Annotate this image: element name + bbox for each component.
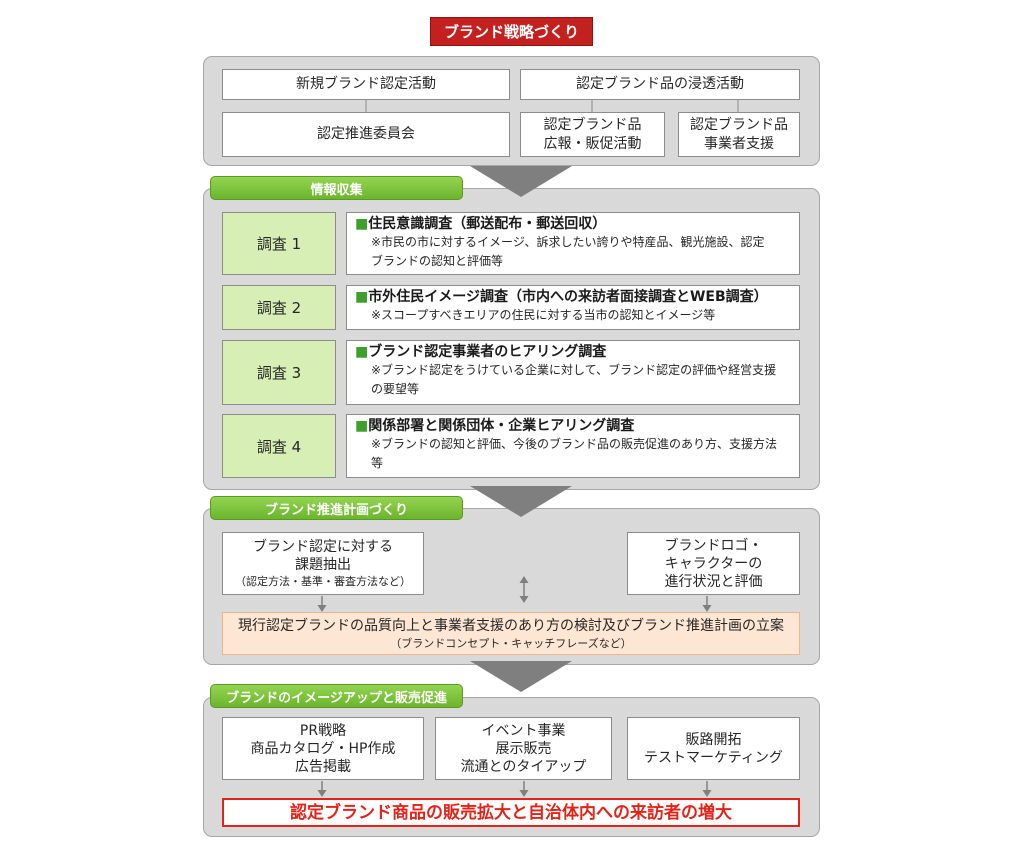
pr-strategy-line: PR戦略	[299, 722, 347, 739]
survey-title: 関係部署と関係団体・企業ヒアリング調査	[368, 418, 635, 434]
square-bullet-icon: ■	[355, 418, 369, 434]
survey-note-line: 等	[371, 456, 384, 470]
survey-heading: ■関係部署と関係団体・企業ヒアリング調査	[355, 417, 793, 435]
pr-strategy-line: 広告掲載	[295, 758, 351, 775]
issue-extraction-line: ブランド認定に対する	[253, 538, 393, 555]
survey-note-line: ※スコープすべきエリアの住民に対する当市の認知とイメージ等	[371, 308, 716, 322]
new-brand-certification-label: 新規ブランド認定活動	[296, 76, 436, 92]
pr-sales-activity-box: 認定ブランド品 広報・販促活動	[520, 112, 665, 157]
issue-extraction-note: （認定方法・基準・審査方法など）	[235, 574, 411, 588]
promotion-plan-box: 現行認定ブランドの品質向上と事業者支援のあり方の検討及びブランド推進計画の立案 …	[222, 612, 800, 655]
survey-detail-box: ■ブランド認定事業者のヒアリング調査 ※ブランド認定をうけている企業に対して、ブ…	[346, 340, 800, 405]
survey-detail-box: ■住民意識調査（郵送配布・郵送回収） ※市民の市に対するイメージ、訴求したい誇り…	[346, 212, 800, 275]
survey-heading: ■住民意識調査（郵送配布・郵送回収）	[355, 215, 793, 233]
business-support-line: 認定ブランド品	[690, 116, 788, 133]
survey-title: 市外住民イメージ調査（市内への来訪者面接調査とWEB調査）	[368, 289, 768, 305]
promotion-committee-label: 認定推進委員会	[317, 126, 415, 142]
survey-detail-box: ■関係部署と関係団体・企業ヒアリング調査 ※ブランドの認知と評価、今後のブランド…	[346, 414, 800, 478]
planning-tab: ブランド推進計画づくり	[210, 496, 463, 520]
brand-penetration-label: 認定ブランド品の浸透活動	[576, 76, 744, 92]
logo-character-box: ブランドロゴ・ キャラクターの 進行状況と評価	[627, 532, 800, 595]
event-business-line: 流通とのタイアップ	[460, 758, 587, 775]
logo-character-line: 進行状況と評価	[664, 573, 763, 590]
survey-heading: ■ブランド認定事業者のヒアリング調査	[355, 343, 793, 361]
goal-text: 認定ブランド商品の販売拡大と自治体内への来訪者の増大	[290, 802, 732, 823]
survey-note-line: ※ブランドの認知と評価、今後のブランド品の販売促進のあり方、支援方法	[371, 437, 778, 451]
sales-channel-line: テストマーケティング	[644, 749, 783, 766]
brand-penetration-box: 認定ブランド品の浸透活動	[520, 69, 800, 100]
pr-sales-activity-line: 認定ブランド品	[543, 116, 642, 133]
event-business-box: イベント事業 展示販売 流通とのタイアップ	[435, 717, 612, 780]
promotion-tab: ブランドのイメージアップと販売促進	[210, 684, 463, 708]
logo-character-line: キャラクターの	[664, 555, 763, 572]
survey-heading: ■市外住民イメージ調査（市内への来訪者面接調査とWEB調査）	[355, 288, 793, 306]
square-bullet-icon: ■	[355, 344, 369, 360]
promotion-plan-text: 現行認定ブランドの品質向上と事業者支援のあり方の検討及びブランド推進計画の立案	[238, 617, 784, 634]
survey-label: 調査 4	[222, 414, 336, 478]
pr-sales-activity-line: 広報・販促活動	[543, 135, 642, 152]
square-bullet-icon: ■	[355, 216, 369, 232]
section-down-arrow-icon	[470, 661, 572, 692]
sales-channel-box: 販路開拓 テストマーケティング	[627, 717, 800, 780]
pr-strategy-line: 商品カタログ・HP作成	[250, 740, 396, 757]
survey-title: ブランド認定事業者のヒアリング調査	[368, 344, 607, 360]
business-support-line: 事業者支援	[704, 135, 774, 152]
survey-label: 調査 1	[222, 212, 336, 275]
survey-note-line: ※市民の市に対するイメージ、訴求したい誇りや特産品、観光施設、認定	[371, 235, 765, 249]
promotion-plan-note: （ブランドコンセプト・キャッチフレーズなど）	[390, 636, 632, 650]
issue-extraction-line: 課題抽出	[295, 556, 351, 573]
pr-strategy-box: PR戦略 商品カタログ・HP作成 広告掲載	[222, 717, 424, 780]
info-collection-tab: 情報収集	[210, 176, 463, 200]
new-brand-certification-box: 新規ブランド認定活動	[222, 69, 510, 100]
square-bullet-icon: ■	[355, 289, 369, 305]
goal-box: 認定ブランド商品の販売拡大と自治体内への来訪者の増大	[222, 798, 800, 827]
promotion-committee-box: 認定推進委員会	[222, 112, 510, 157]
event-business-line: イベント事業	[481, 722, 566, 739]
survey-note-line: ※ブランド認定をうけている企業に対して、ブランド認定の評価や経営支援	[371, 363, 777, 377]
diagram-title: ブランド戦略づくり	[430, 17, 593, 46]
survey-label: 調査 3	[222, 340, 336, 405]
survey-label: 調査 2	[222, 285, 336, 330]
survey-note-line: ブランドの認知と評価等	[371, 254, 504, 268]
survey-title: 住民意識調査（郵送配布・郵送回収）	[368, 216, 607, 232]
issue-extraction-box: ブランド認定に対する 課題抽出 （認定方法・基準・審査方法など）	[222, 532, 424, 595]
event-business-line: 展示販売	[495, 740, 552, 757]
sales-channel-line: 販路開拓	[685, 731, 742, 748]
survey-detail-box: ■市外住民イメージ調査（市内への来訪者面接調査とWEB調査） ※スコープすべきエ…	[346, 285, 800, 330]
survey-note-line: の要望等	[371, 382, 420, 396]
logo-character-line: ブランドロゴ・	[664, 537, 763, 554]
business-support-box: 認定ブランド品 事業者支援	[678, 112, 800, 157]
